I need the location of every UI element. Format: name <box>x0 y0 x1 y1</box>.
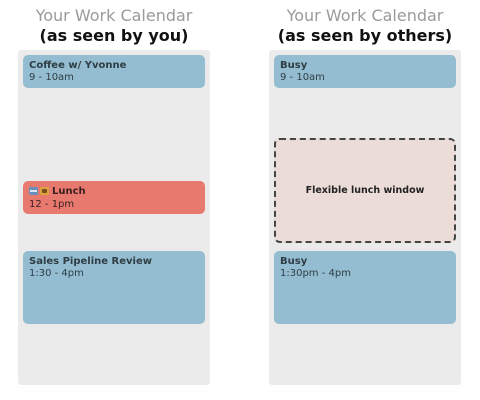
event-title: Busy <box>280 256 308 267</box>
event-time: 9 - 10am <box>29 72 74 83</box>
event-title: Busy <box>280 60 308 71</box>
calendar-icon <box>29 187 38 195</box>
event-busy-afternoon[interactable]: Busy 1:30pm - 4pm <box>274 251 456 324</box>
event-coffee[interactable]: Coffee w/ Yvonne 9 - 10am <box>23 55 205 88</box>
panel-title: Your Work Calendar <box>286 6 444 25</box>
calendar-column: Coffee w/ Yvonne 9 - 10am Lunch 12 - 1pm… <box>18 50 210 385</box>
event-sales-pipeline-review[interactable]: Sales Pipeline Review 1:30 - 4pm <box>23 251 205 324</box>
flexible-window-label: Flexible lunch window <box>305 185 425 196</box>
bento-box-icon <box>40 187 49 195</box>
calendar-column: Busy 9 - 10am Flexible lunch window Busy… <box>269 50 461 385</box>
emoji-icons <box>29 187 49 199</box>
event-busy-morning[interactable]: Busy 9 - 10am <box>274 55 456 88</box>
event-lunch[interactable]: Lunch 12 - 1pm <box>23 181 205 214</box>
event-time: 1:30pm - 4pm <box>280 268 351 279</box>
panel-subtitle: (as seen by others) <box>277 26 453 45</box>
panel-subtitle: (as seen by you) <box>39 26 189 45</box>
event-title: Lunch <box>52 186 86 197</box>
event-title: Coffee w/ Yvonne <box>29 60 127 71</box>
event-time: 12 - 1pm <box>29 199 75 210</box>
panel-title: Your Work Calendar <box>35 6 193 25</box>
event-title-row: Lunch <box>29 186 199 199</box>
flexible-lunch-window[interactable]: Flexible lunch window <box>274 138 456 243</box>
event-time: 9 - 10am <box>280 72 325 83</box>
event-time: 1:30 - 4pm <box>29 268 84 279</box>
event-title: Sales Pipeline Review <box>29 256 152 267</box>
